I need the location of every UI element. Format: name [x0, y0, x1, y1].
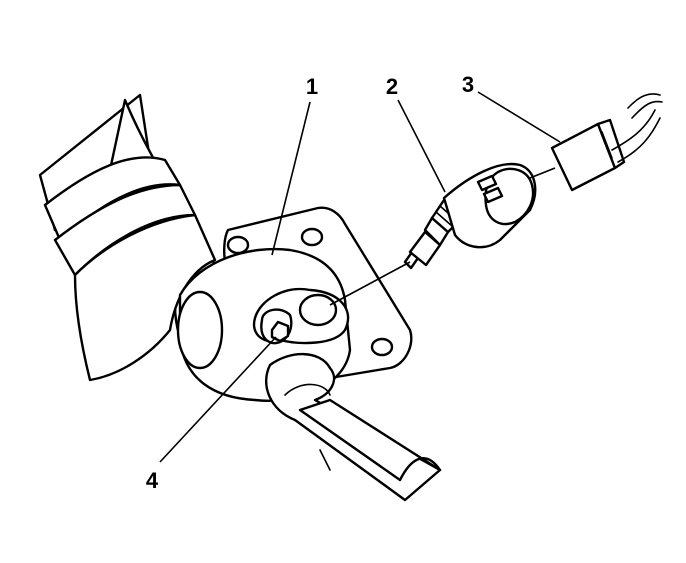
callout-3-label: 3: [462, 72, 474, 97]
install-axis-line-2: [529, 167, 556, 179]
sensor-port: [298, 293, 338, 327]
flange-bolt-hole-lower-right: [370, 337, 394, 357]
thermostat-housing: [176, 247, 352, 402]
callout-4-label: 4: [146, 468, 159, 493]
harness-connector: [550, 93, 663, 192]
flange-bolt-hole-upper-right: [300, 227, 324, 247]
coolant-hose-elbow: [38, 93, 242, 397]
bleed-screw-hex: [270, 320, 290, 343]
callout-2-leader: [397, 99, 446, 193]
install-axis-line-1: [329, 261, 411, 306]
flange-bolt-hole-upper-left: [226, 235, 250, 255]
coolant-temperature-sensor: [403, 162, 537, 270]
callout-4-leader: [159, 336, 277, 463]
callout-1-leader: [271, 101, 311, 256]
housing-outlet-face: [176, 290, 224, 370]
lower-hose: [265, 352, 442, 502]
callout-1-label: 1: [306, 74, 318, 99]
callout-3-leader: [477, 91, 561, 143]
callout-2-label: 2: [386, 74, 398, 99]
